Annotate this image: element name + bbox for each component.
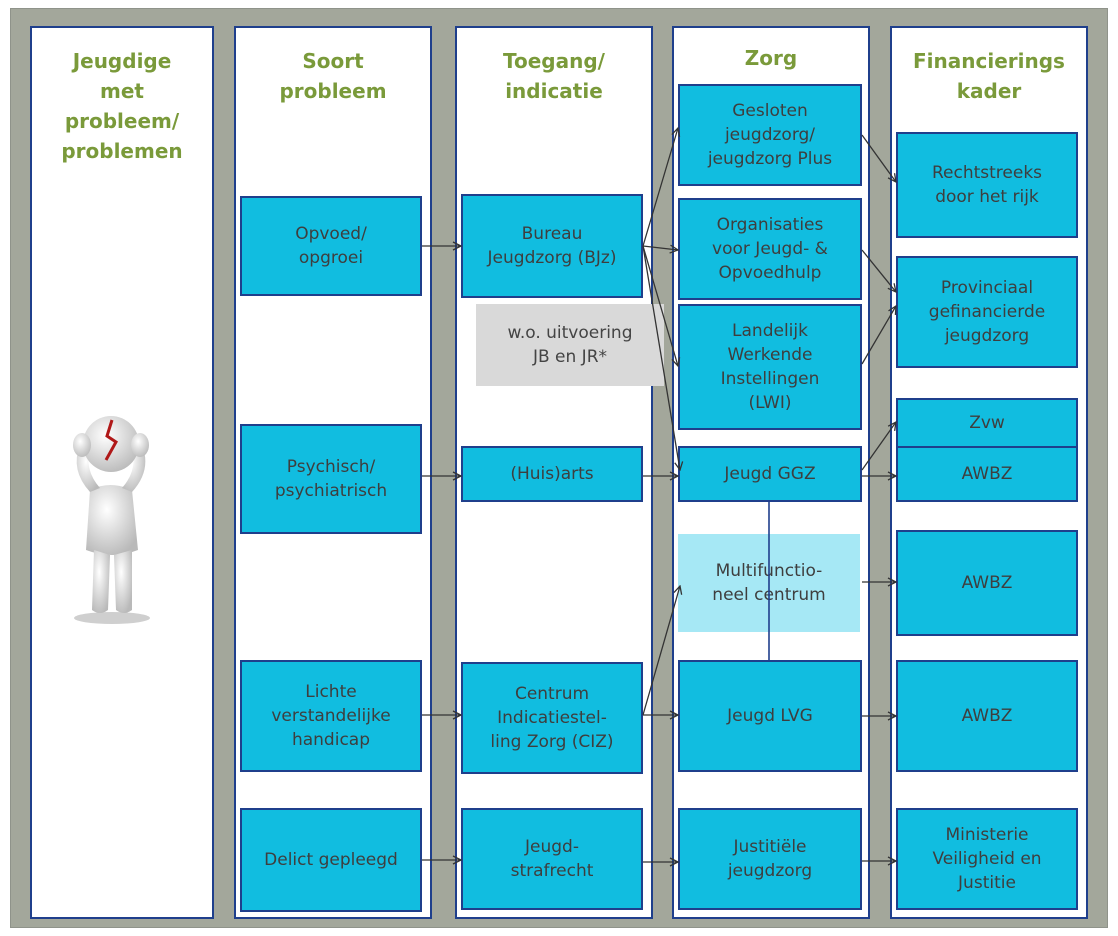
column-title-jeugdige: Jeugdige met probleem/ problemen [61, 49, 183, 163]
problem-delict: Delict gepleegd [240, 808, 422, 912]
funding-ministerie: Ministerie Veiligheid en Justitie [896, 808, 1078, 910]
funding-rijk: Rechtstreeks door het rijk [896, 132, 1078, 238]
access-strafrecht: Jeugd- strafrecht [461, 808, 643, 910]
access-huisarts: (Huis)arts [461, 446, 643, 502]
column-title-soort: Soort probleem [279, 49, 387, 103]
funding-zvw: Zvw [896, 398, 1078, 448]
stressed-person-icon [73, 416, 150, 624]
funding-awbz-mfc: AWBZ [896, 530, 1078, 636]
funding-awbz-ggz: AWBZ [896, 446, 1078, 502]
column-title-financiering: Financierings kader [913, 49, 1065, 103]
care-lvg: Jeugd LVG [678, 660, 862, 772]
care-ggz: Jeugd GGZ [678, 446, 862, 502]
access-note: w.o. uitvoering JB en JR* [476, 304, 664, 386]
care-lwi: Landelijk Werkende Instellingen (LWI) [678, 304, 862, 430]
problem-psychisch: Psychisch/ psychiatrisch [240, 424, 422, 534]
funding-awbz-lvg: AWBZ [896, 660, 1078, 772]
column-title-zorg: Zorg [744, 46, 798, 70]
problem-opvoed: Opvoed/ opgroei [240, 196, 422, 296]
care-organisaties: Organisaties voor Jeugd- & Opvoedhulp [678, 198, 862, 300]
funding-provinciaal: Provinciaal gefinancierde jeugdzorg [896, 256, 1078, 368]
access-bjz: Bureau Jeugdzorg (BJz) [461, 194, 643, 298]
column-title-toegang: Toegang/ indicatie [503, 49, 605, 103]
care-gesloten: Gesloten jeugdzorg/ jeugdzorg Plus [678, 84, 862, 186]
column-jeugdige: Jeugdige met probleem/ problemen [30, 26, 214, 919]
access-ciz: Centrum Indicatiestel- ling Zorg (CIZ) [461, 662, 643, 774]
problem-lvg: Lichte verstandelijke handicap [240, 660, 422, 772]
care-justitie: Justitiële jeugdzorg [678, 808, 862, 910]
care-mfc: Multifunctio- neel centrum [678, 534, 860, 632]
